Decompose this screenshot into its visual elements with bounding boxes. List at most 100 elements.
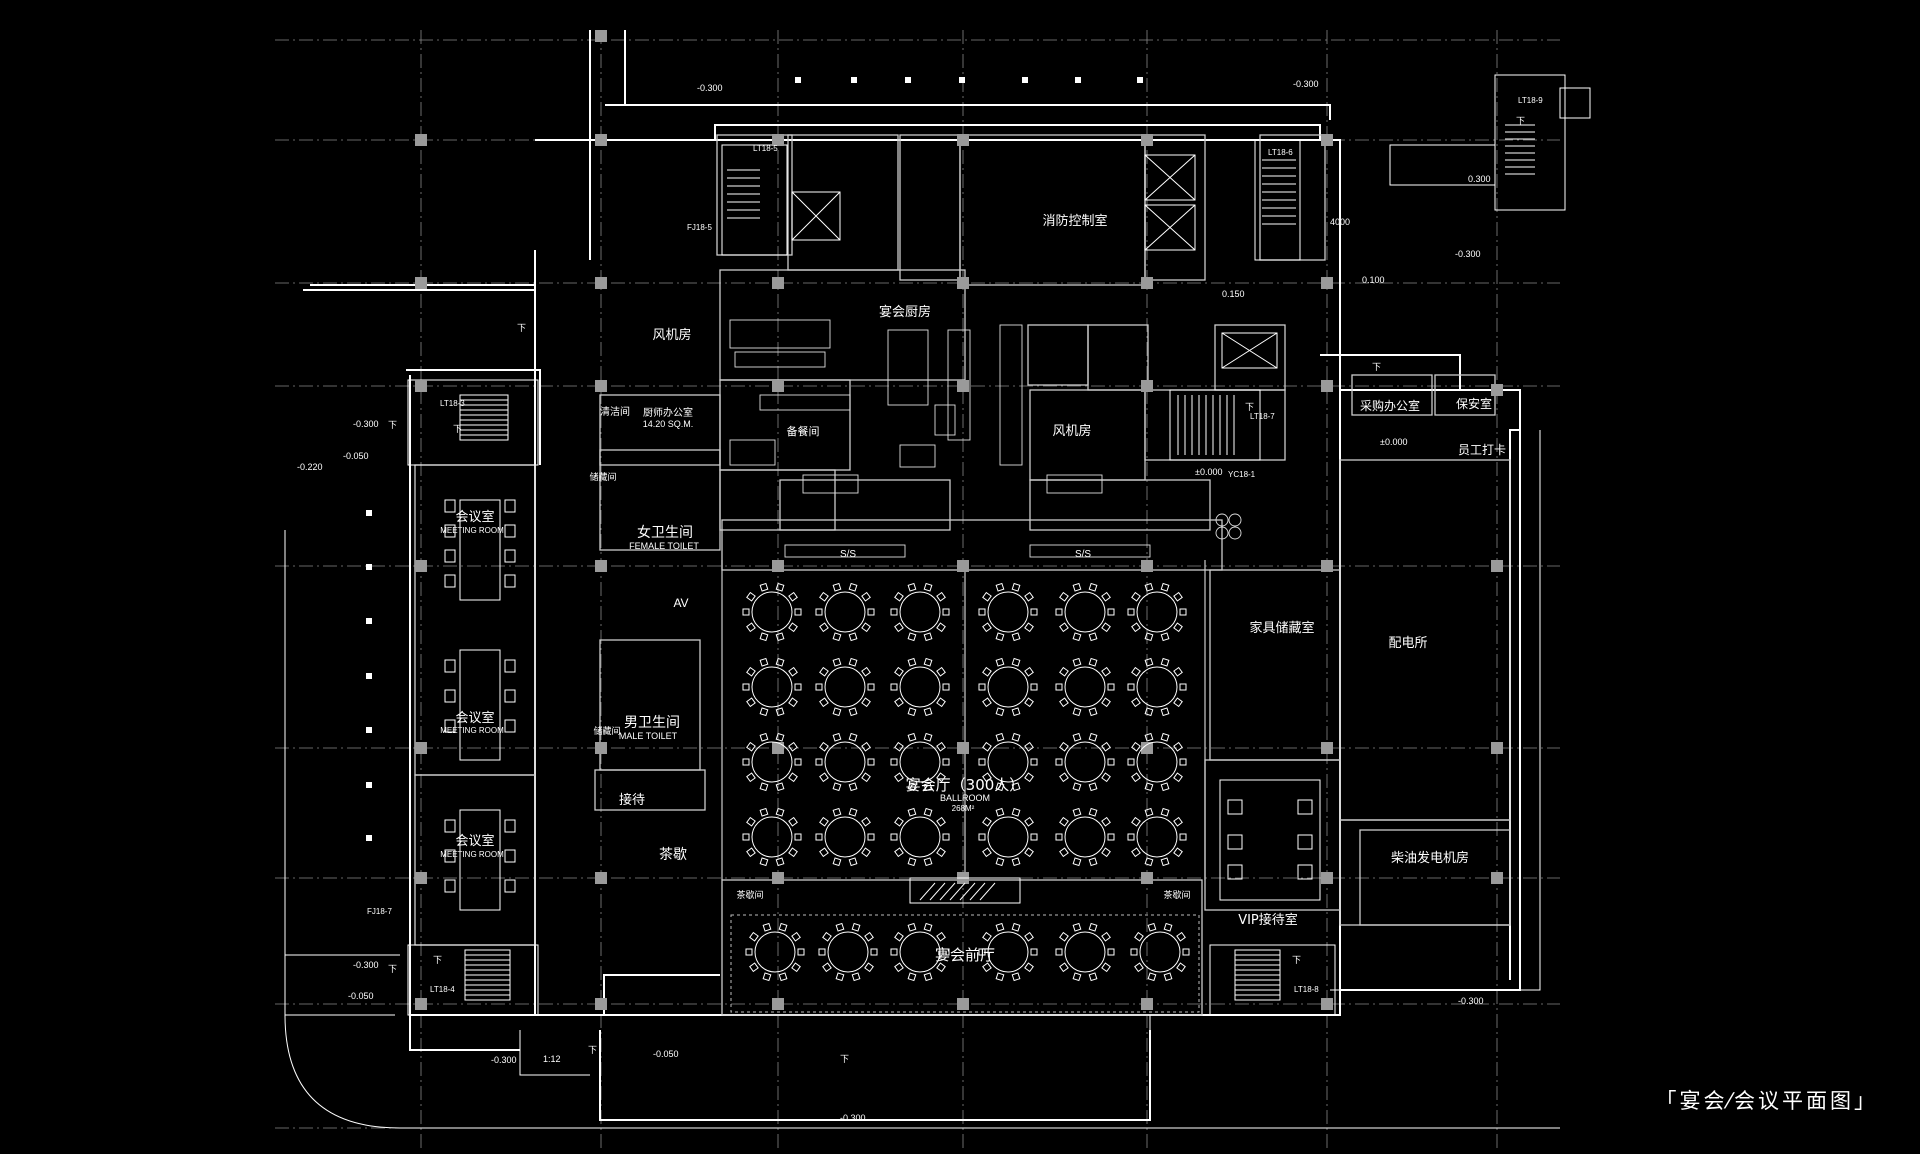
tag-down-5: 下 <box>433 956 442 966</box>
tag-down-9: 下 <box>1516 117 1525 127</box>
round-table <box>815 657 875 717</box>
tag-lt3: LT18-3 <box>440 399 465 408</box>
column <box>957 277 969 289</box>
round-table <box>815 582 875 642</box>
tag-yc: YC18-1 <box>1228 470 1256 479</box>
label-security: 保安室 <box>1456 396 1492 411</box>
label-meeting-1: 会议室 <box>455 509 494 525</box>
building-walls <box>303 30 1521 1121</box>
label-cleaning: 清洁间 <box>600 405 630 418</box>
level-3: -0.300 <box>1455 249 1481 259</box>
label-fan-room-left: 风机房 <box>652 327 691 343</box>
label-vip-reception: VIP接待室 <box>1238 912 1298 928</box>
label-storage-2: 储藏间 <box>593 725 620 737</box>
tag-down-11: 下 <box>840 1055 849 1065</box>
ramp-slope: 1:12 <box>543 1054 561 1064</box>
label-ballroom: 宴会厅（300人） <box>906 776 1025 794</box>
label-power-room: 配电所 <box>1388 636 1427 651</box>
label-meeting-3: 会议室 <box>455 833 494 849</box>
round-table <box>978 732 1038 792</box>
marker <box>905 77 911 83</box>
label-meeting-2: 会议室 <box>455 710 494 726</box>
level-2: -0.300 <box>1293 79 1319 89</box>
tag-down-4: 下 <box>388 965 397 975</box>
column <box>1491 384 1503 396</box>
column <box>595 30 607 42</box>
column <box>772 560 784 572</box>
label-av: AV <box>673 596 688 610</box>
label-male-toilet: 男卫生间 <box>624 715 680 731</box>
column <box>415 872 427 884</box>
round-table <box>1127 807 1187 867</box>
level-15: ±0.000 <box>1195 467 1222 477</box>
label-staff-clock: 员工打卡 <box>1458 443 1506 457</box>
ballroom-tables <box>742 582 1187 867</box>
label-banquet-kitchen: 宴会厨房 <box>879 304 931 320</box>
label-female-toilet-en: FEMALE TOILET <box>629 541 699 551</box>
column <box>595 134 607 146</box>
level-10: -0.050 <box>348 991 374 1001</box>
column <box>1321 380 1333 392</box>
label-fan-room-right: 风机房 <box>1052 423 1091 439</box>
marker <box>366 618 372 624</box>
column <box>415 560 427 572</box>
round-table <box>978 657 1038 717</box>
column <box>957 742 969 754</box>
column <box>1321 998 1333 1010</box>
column <box>595 998 607 1010</box>
level-16: ±0.000 <box>1380 437 1407 447</box>
foyer-round-table <box>818 922 878 982</box>
label-tea-break: 茶歇 <box>659 847 687 863</box>
column <box>957 134 969 146</box>
round-table <box>1055 732 1115 792</box>
column <box>1321 134 1333 146</box>
marker <box>1075 77 1081 83</box>
elevators <box>791 154 1278 369</box>
label-banquet-foyer: 宴会前厅 <box>935 946 995 964</box>
level-8: -0.300 <box>840 1113 866 1123</box>
round-table <box>1127 732 1187 792</box>
level-1: -0.300 <box>697 83 723 93</box>
column <box>772 998 784 1010</box>
column <box>1141 380 1153 392</box>
column <box>415 134 427 146</box>
foyer-round-table <box>745 922 805 982</box>
column <box>1141 742 1153 754</box>
label-tea-room-right: 茶歇间 <box>1163 889 1190 901</box>
round-table <box>978 582 1038 642</box>
interior-walls <box>414 134 1511 1016</box>
foyer-outline <box>730 914 1200 1013</box>
column <box>957 380 969 392</box>
column <box>772 380 784 392</box>
tag-down-7: 下 <box>1245 403 1254 413</box>
tag-lt4: LT18-4 <box>430 985 455 994</box>
column <box>415 380 427 392</box>
marker <box>366 673 372 679</box>
label-reception: 接待 <box>619 792 645 808</box>
column <box>1321 560 1333 572</box>
foyer-round-table <box>1130 922 1190 982</box>
level-marks: -0.300 -0.300 -0.300 -0.300 -0.300 -0.30… <box>297 79 1491 1123</box>
label-meeting-3-en: MEETING ROOM <box>440 850 504 859</box>
round-table <box>1127 657 1187 717</box>
label-ss-right: S/S <box>1075 549 1091 560</box>
column <box>1321 742 1333 754</box>
round-table <box>978 807 1038 867</box>
marker <box>959 77 965 83</box>
column <box>415 998 427 1010</box>
round-table <box>1127 582 1187 642</box>
label-chef-office: 厨师办公室 <box>643 406 693 419</box>
column <box>1141 277 1153 289</box>
marker <box>366 835 372 841</box>
tag-lt6: LT18-6 <box>1268 148 1293 157</box>
level-4: -0.300 <box>353 419 379 429</box>
level-6: -0.300 <box>491 1055 517 1065</box>
column <box>772 134 784 146</box>
column <box>595 560 607 572</box>
round-table <box>742 732 802 792</box>
round-table <box>815 732 875 792</box>
round-table <box>1055 582 1115 642</box>
column <box>415 742 427 754</box>
column <box>1321 277 1333 289</box>
round-table <box>1055 657 1115 717</box>
